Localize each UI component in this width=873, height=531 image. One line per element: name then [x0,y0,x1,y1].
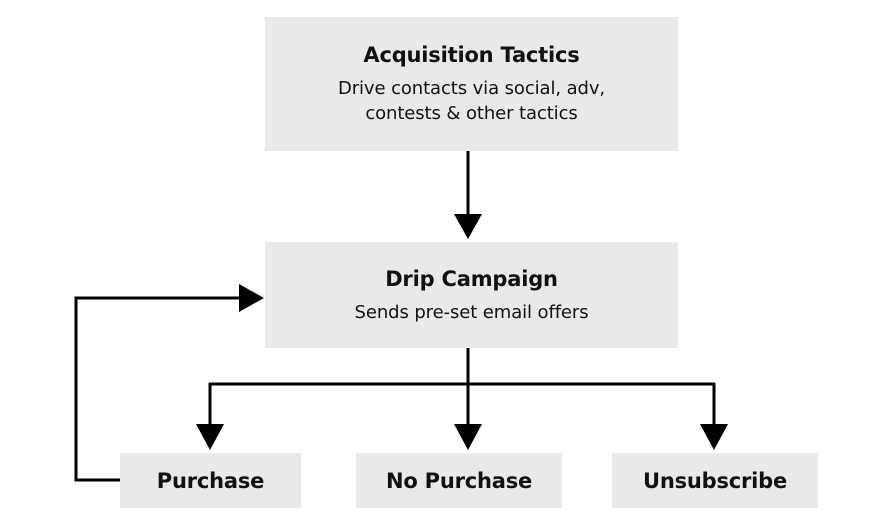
acquisition-description: Drive contacts via social, adv, contests… [338,76,605,126]
acquisition-description-line2: contests & other tactics [365,103,578,124]
arrowhead-no-purchase [454,424,482,450]
arrowhead-drip-left [239,284,264,312]
arrowhead-drip-top [454,214,482,239]
unsubscribe-label: Unsubscribe [642,468,788,493]
drip-title: Drip Campaign [385,266,558,291]
arrowhead-unsubscribe [700,424,728,450]
no-purchase-label: No Purchase [385,468,533,493]
arrowhead-purchase [196,424,224,450]
acquisition-tactics-box: Acquisition Tactics Drive contacts via s… [265,17,678,151]
purchase-label: Purchase [156,468,265,493]
acquisition-description-line1: Drive contacts via social, adv, [337,78,606,99]
purchase-box: Purchase [120,453,301,508]
acquisition-title: Acquisition Tactics [363,43,580,67]
no-purchase-box: No Purchase [356,453,562,508]
unsubscribe-box: Unsubscribe [612,453,818,508]
drip-campaign-box: Drip Campaign Sends pre-set email offers [265,242,678,348]
drip-description: Sends pre-set email offers [354,301,589,323]
